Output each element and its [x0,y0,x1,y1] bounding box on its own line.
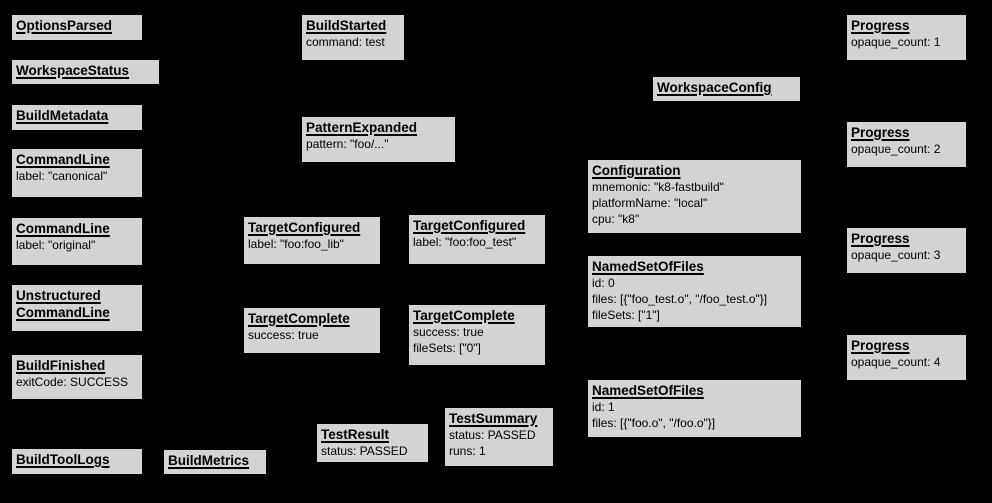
event-node-field: mnemonic: "k8-fastbuild" [592,180,724,194]
event-node-title: TargetComplete [248,311,350,326]
event-node-title: BuildToolLogs [16,452,110,467]
event-node-title: Progress [851,231,910,246]
event-node-build-started: BuildStarted command: test [300,13,406,62]
event-node-title: PatternExpanded [306,120,418,135]
event-node-test-result: TestResult status: PASSED [315,422,430,464]
event-node-target-configured-foo-test: TargetConfigured label: "foo:foo_test" [407,213,547,266]
event-node-unstructured-command-line: Unstructured CommandLine [10,283,144,333]
event-node-workspace-status: WorkspaceStatus [10,58,161,86]
event-node-field: opaque_count: 2 [851,142,941,156]
event-node-target-configured-foo-lib: TargetConfigured label: "foo:foo_lib" [242,215,382,266]
event-node-title: WorkspaceConfig [657,80,772,95]
event-node-field: id: 1 [592,400,615,414]
event-node-title: TargetComplete [413,308,515,323]
event-node-title: BuildFinished [16,358,106,373]
event-node-build-metrics: BuildMetrics [162,448,268,476]
event-node-field: pattern: "foo/..." [306,137,389,151]
event-node-field: exitCode: SUCCESS [16,375,129,389]
event-node-field: id: 0 [592,276,615,290]
event-node-field: opaque_count: 3 [851,248,941,262]
event-node-progress-3: Progress opaque_count: 3 [845,226,968,275]
event-node-configuration: Configuration mnemonic: "k8-fastbuild" pla… [586,158,803,235]
event-node-title: Progress [851,18,910,33]
event-node-field: files: [{"foo.o", "/foo.o"}] [592,416,716,430]
event-node-title: TargetConfigured [413,218,526,233]
event-node-field: status: PASSED [321,444,408,458]
event-node-field: success: true [413,325,484,339]
event-node-title: Configuration [592,163,681,178]
event-node-title: TestResult [321,427,390,442]
event-node-command-line-canonical: CommandLine label: "canonical" [10,147,144,199]
event-node-field: label: "original" [16,238,96,252]
event-node-field: label: "canonical" [16,169,108,183]
event-node-title: BuildMetadata [16,108,109,123]
event-node-title: NamedSetOfFiles [592,259,704,274]
event-node-field: fileSets: ["0"] [413,341,481,355]
event-node-progress-4: Progress opaque_count: 4 [845,333,968,382]
event-node-workspace-config: WorkspaceConfig [651,75,802,103]
event-node-field: success: true [248,328,319,342]
event-node-title: TestSummary [449,411,538,426]
event-node-title: NamedSetOfFiles [592,383,704,398]
event-node-progress-1: Progress opaque_count: 1 [845,13,968,62]
event-node-target-complete-foo-test: TargetComplete success: true fileSets: ["0… [407,303,547,367]
event-node-title: Unstructured CommandLine [16,288,110,320]
event-node-field: command: test [306,35,385,49]
event-node-title: CommandLine [16,152,110,167]
event-node-title: CommandLine [16,221,110,236]
event-node-title: BuildMetrics [168,453,250,468]
event-node-title: WorkspaceStatus [16,63,130,78]
event-node-options-parsed: OptionsParsed [10,13,144,42]
event-node-field: label: "foo:foo_lib" [248,237,344,251]
event-node-field: platformName: "local" [592,196,708,210]
event-node-test-summary: TestSummary status: PASSED runs: 1 [443,406,555,468]
event-node-pattern-expanded: PatternExpanded pattern: "foo/..." [300,115,457,164]
event-node-field: fileSets: ["1"] [592,308,660,322]
event-node-title: BuildStarted [306,18,387,33]
event-node-field: runs: 1 [449,444,486,458]
event-node-named-set-of-files-1: NamedSetOfFiles id: 1 files: [{"foo.o", "/… [586,378,803,439]
event-node-field: opaque_count: 1 [851,35,941,49]
event-node-title: Progress [851,338,910,353]
event-node-title: TargetConfigured [248,220,361,235]
event-node-target-complete-foo-lib: TargetComplete success: true [242,306,382,355]
event-node-field: status: PASSED [449,428,536,442]
event-node-title: OptionsParsed [16,18,113,33]
event-node-build-finished: BuildFinished exitCode: SUCCESS [10,353,144,401]
event-node-field: files: [{"foo_test.o", "/foo_test.o"}] [592,292,768,306]
event-node-build-metadata: BuildMetadata [10,103,144,132]
event-node-field: cpu: "k8" [592,212,640,226]
event-node-title: Progress [851,125,910,140]
event-node-field: label: "foo:foo_test" [413,235,517,249]
event-node-command-line-original: CommandLine label: "original" [10,216,144,267]
event-node-field: opaque_count: 4 [851,355,941,369]
event-node-progress-2: Progress opaque_count: 2 [845,120,968,169]
event-node-build-tool-logs: BuildToolLogs [10,447,144,476]
event-node-named-set-of-files-0: NamedSetOfFiles id: 0 files: [{"foo_test.o… [586,254,803,329]
